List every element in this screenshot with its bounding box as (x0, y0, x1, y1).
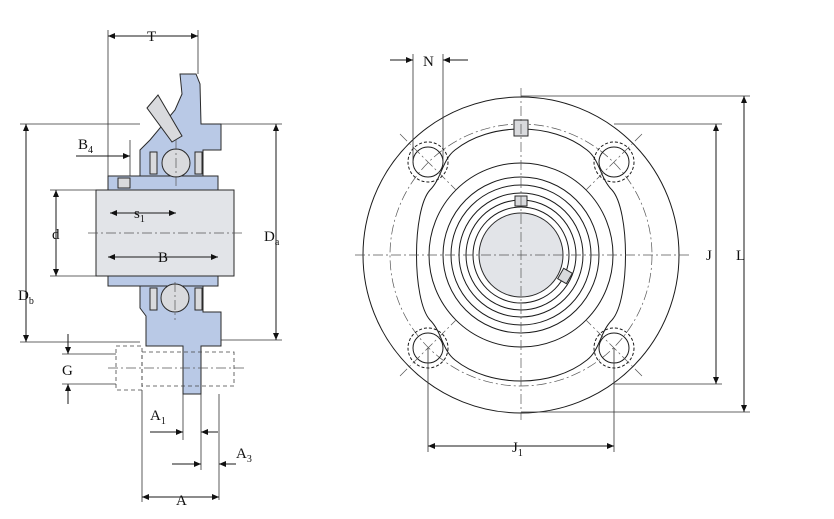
set-screw (117, 177, 131, 189)
label-B4: B4 (78, 137, 93, 156)
label-L: L (736, 248, 745, 264)
side-section-view: T B4 s1 d B Da Db G A1 A3 A (18, 29, 282, 509)
label-A3: A3 (236, 446, 252, 465)
inner-ring-lower (107, 275, 219, 287)
bolt-shank (141, 351, 235, 387)
seal-lower-right (194, 287, 203, 311)
label-Db: Db (18, 288, 34, 307)
front-view: N J L J1 (355, 54, 750, 459)
label-s1: s1 (134, 206, 145, 225)
bolt-hole-top-right (598, 146, 630, 178)
housing-contour (416, 128, 626, 382)
seal-upper-right (194, 151, 203, 175)
set-screw-side (556, 267, 574, 285)
label-d: d (52, 227, 60, 243)
grease-nipple (146, 94, 183, 143)
label-B: B (158, 250, 168, 266)
label-Da: Da (264, 229, 280, 248)
label-J: J (706, 248, 712, 264)
label-N: N (423, 54, 434, 70)
seal-upper-left (149, 151, 158, 175)
label-A: A (176, 493, 187, 509)
label-A1: A1 (150, 408, 166, 427)
seal-lower-left (149, 287, 158, 311)
label-T: T (147, 29, 156, 45)
label-J1: J1 (512, 440, 523, 459)
label-G: G (62, 363, 73, 379)
